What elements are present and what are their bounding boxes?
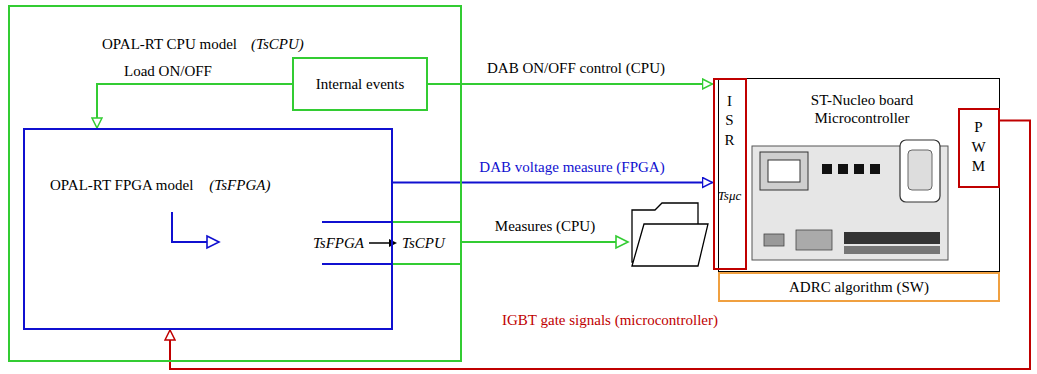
- node-text: ST-Nucleo board Microcontroller: [777, 91, 947, 127]
- node-text: (TsFPGA): [209, 176, 270, 194]
- signal-arrow: [393, 182, 713, 184]
- rate-label: TsCPU: [400, 234, 447, 252]
- node-text: P W M: [971, 118, 986, 177]
- signal-arrow: [428, 83, 713, 85]
- signal-label: Load ON/OFF: [122, 62, 214, 80]
- node-text: I S R: [722, 92, 737, 151]
- text-group: OPAL-RT FPGA model (TsFPGA): [50, 176, 270, 194]
- text-group: I S R Tsμc: [715, 92, 745, 204]
- signal-arrow: [170, 121, 1030, 370]
- events-box: Internal events: [292, 57, 428, 111]
- fpga-model-box: OPAL-RT FPGA model (TsFPGA): [23, 128, 393, 330]
- board-illustration: [752, 140, 948, 260]
- text-group: OPAL-RT CPU model (TsCPU): [102, 35, 304, 53]
- signal-label: IGBT gate signals (microcontroller): [500, 311, 720, 329]
- text-group: ADRC algorithm (SW): [720, 274, 998, 300]
- signal-arrow: [97, 84, 292, 128]
- fpga-input-port: [172, 212, 219, 248]
- folder-icon: [632, 203, 708, 266]
- signal-label: DAB ON/OFF control (CPU): [485, 59, 667, 77]
- cpu-model-box: Internal eventsOPAL-RT FPGA model (TsFPGA…: [8, 5, 462, 362]
- output-label: Measures (CPU): [493, 217, 597, 235]
- text-group: Internal events: [294, 59, 426, 109]
- text-group: P W M: [960, 110, 998, 186]
- node-text: Internal events: [316, 75, 405, 93]
- node-text: ADRC algorithm (SW): [789, 278, 929, 296]
- isr-box: I S R Tsμc: [713, 78, 747, 270]
- signal-label: DAB voltage measure (FPGA): [477, 158, 666, 176]
- adrc-box: ADRC algorithm (SW): [718, 272, 1000, 302]
- microcontroller-box: I S R Tsμc P W M ST-Nucleo board Microcontr…: [718, 78, 1000, 272]
- node-text: Tsμc: [718, 188, 741, 204]
- node-text: OPAL-RT FPGA model: [50, 176, 193, 194]
- node-text: (TsCPU): [251, 35, 304, 53]
- text-group: ST-Nucleo board Microcontroller: [777, 91, 947, 127]
- rate-label: TsFPGA: [311, 234, 366, 252]
- node-text: OPAL-RT CPU model: [102, 35, 237, 53]
- pwm-box: P W M: [958, 108, 1000, 188]
